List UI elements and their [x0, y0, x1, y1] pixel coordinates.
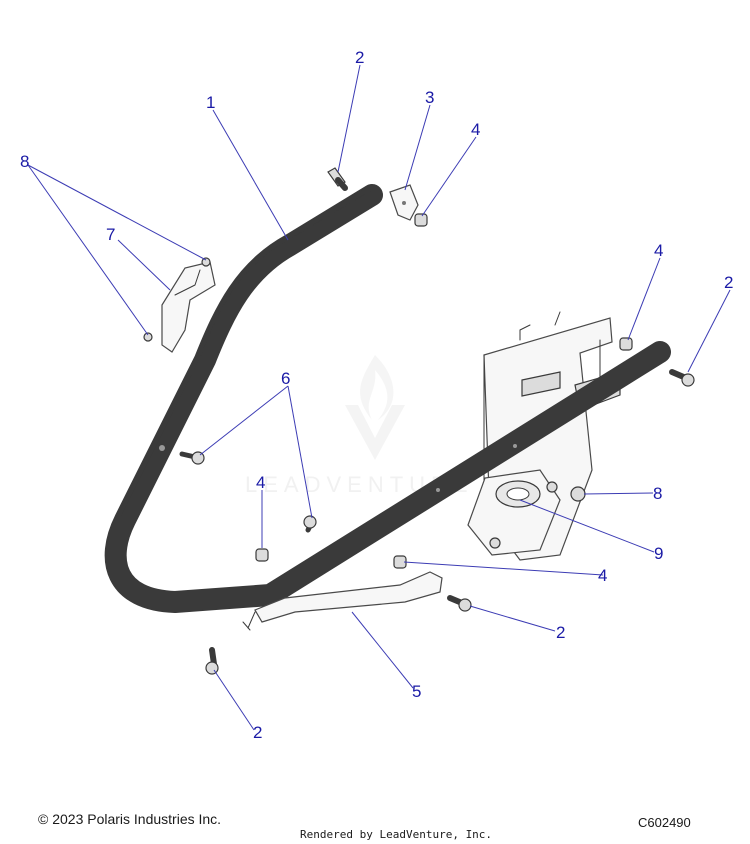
- tube-assembly: [104, 184, 671, 613]
- watermark: LEADVENTURE: [245, 355, 468, 497]
- rendered-by-text: Rendered by LeadVenture, Inc.: [300, 828, 493, 841]
- callout-4-top: 4: [471, 120, 480, 139]
- leader-lines: [27, 64, 731, 731]
- receiver-plate: [467, 469, 561, 556]
- callout-6: 6: [281, 369, 290, 388]
- diagram-code: C602490: [638, 815, 691, 830]
- top-clip: [389, 184, 419, 221]
- callout-4-right: 4: [654, 241, 663, 260]
- fasteners: [143, 167, 695, 675]
- callout-2-top: 2: [355, 48, 364, 67]
- callout-2-bottom: 2: [253, 723, 262, 742]
- callout-5: 5: [412, 682, 421, 701]
- callout-8-left: 8: [20, 152, 29, 171]
- callout-2-right: 2: [724, 273, 733, 292]
- callout-4-lower: 4: [598, 566, 607, 585]
- lower-brace: [242, 571, 443, 631]
- callout-4-left: 4: [256, 473, 265, 492]
- copyright-text: © 2023 Polaris Industries Inc.: [38, 811, 222, 827]
- callout-3: 3: [425, 88, 434, 107]
- callout-7: 7: [106, 225, 115, 244]
- callout-1: 1: [206, 93, 215, 112]
- small-bracket: [161, 261, 216, 353]
- callout-labels: 1 2 3 4 2 8 7 4 2 6 4 8 9 4 2 5 2: [20, 48, 733, 742]
- callout-8-right: 8: [653, 484, 662, 503]
- callout-2-lower: 2: [556, 623, 565, 642]
- callout-9: 9: [654, 544, 663, 563]
